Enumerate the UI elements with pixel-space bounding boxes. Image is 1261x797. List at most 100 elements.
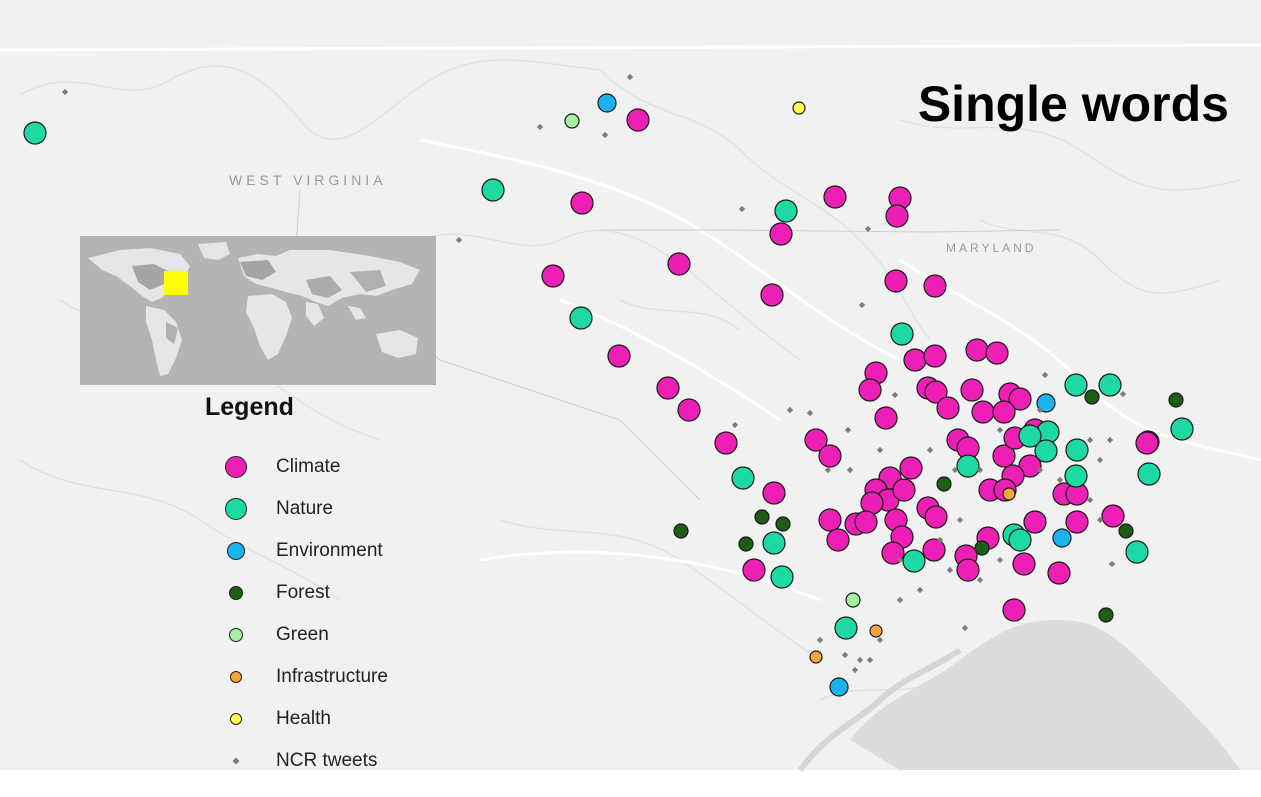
forest-point[interactable] — [1168, 392, 1184, 408]
environment-point[interactable] — [1036, 393, 1056, 413]
climate-point[interactable] — [971, 400, 995, 424]
ncr-point[interactable] — [946, 566, 954, 574]
ncr-point[interactable] — [866, 656, 874, 664]
climate-point[interactable] — [762, 481, 786, 505]
nature-point[interactable] — [1064, 373, 1088, 397]
nature-point[interactable] — [770, 565, 794, 589]
climate-point[interactable] — [1101, 504, 1125, 528]
ncr-point[interactable] — [856, 656, 864, 664]
climate-point[interactable] — [1065, 510, 1089, 534]
ncr-point[interactable] — [1096, 516, 1104, 524]
ncr-point[interactable] — [61, 88, 69, 96]
ncr-point[interactable] — [956, 516, 964, 524]
green-point[interactable] — [845, 592, 861, 608]
forest-point[interactable] — [1118, 523, 1134, 539]
ncr-point[interactable] — [1096, 456, 1104, 464]
climate-point[interactable] — [924, 380, 948, 404]
nature-point[interactable] — [1137, 462, 1161, 486]
climate-point[interactable] — [677, 398, 701, 422]
climate-point[interactable] — [874, 406, 898, 430]
green-point[interactable] — [564, 113, 580, 129]
infrastructure-point[interactable] — [809, 650, 823, 664]
ncr-point[interactable] — [976, 576, 984, 584]
ncr-point[interactable] — [1106, 436, 1114, 444]
climate-point[interactable] — [1012, 552, 1036, 576]
climate-point[interactable] — [923, 344, 947, 368]
climate-point[interactable] — [769, 222, 793, 246]
nature-point[interactable] — [956, 454, 980, 478]
climate-point[interactable] — [1002, 598, 1026, 622]
ncr-point[interactable] — [1086, 436, 1094, 444]
ncr-point[interactable] — [1036, 466, 1044, 474]
climate-point[interactable] — [885, 204, 909, 228]
infrastructure-point[interactable] — [1002, 487, 1016, 501]
climate-point[interactable] — [965, 338, 989, 362]
climate-point[interactable] — [922, 538, 946, 562]
forest-point[interactable] — [754, 509, 770, 525]
climate-point[interactable] — [818, 444, 842, 468]
environment-point[interactable] — [1052, 528, 1072, 548]
nature-point[interactable] — [23, 121, 47, 145]
climate-point[interactable] — [903, 348, 927, 372]
climate-point[interactable] — [936, 396, 960, 420]
nature-point[interactable] — [569, 306, 593, 330]
environment-point[interactable] — [829, 677, 849, 697]
climate-point[interactable] — [823, 185, 847, 209]
ncr-point[interactable] — [1036, 406, 1044, 414]
climate-point[interactable] — [884, 269, 908, 293]
climate-point[interactable] — [960, 378, 984, 402]
climate-point[interactable] — [818, 508, 842, 532]
climate-point[interactable] — [924, 505, 948, 529]
forest-point[interactable] — [673, 523, 689, 539]
forest-point[interactable] — [1098, 607, 1114, 623]
ncr-point[interactable] — [916, 586, 924, 594]
climate-point[interactable] — [626, 108, 650, 132]
nature-point[interactable] — [1170, 417, 1194, 441]
nature-point[interactable] — [731, 466, 755, 490]
climate-point[interactable] — [826, 528, 850, 552]
nature-point[interactable] — [902, 549, 926, 573]
nature-point[interactable] — [1065, 438, 1089, 462]
ncr-point[interactable] — [936, 536, 944, 544]
climate-point[interactable] — [742, 558, 766, 582]
forest-point[interactable] — [936, 476, 952, 492]
climate-point[interactable] — [858, 378, 882, 402]
ncr-point[interactable] — [1119, 390, 1127, 398]
climate-point[interactable] — [899, 456, 923, 480]
climate-point[interactable] — [804, 428, 828, 452]
ncr-point[interactable] — [1086, 496, 1094, 504]
ncr-point[interactable] — [896, 556, 904, 564]
climate-point[interactable] — [656, 376, 680, 400]
nature-point[interactable] — [1064, 464, 1088, 488]
ncr-point[interactable] — [961, 624, 969, 632]
climate-point[interactable] — [1135, 431, 1159, 455]
nature-point[interactable] — [1018, 424, 1042, 448]
nature-point[interactable] — [762, 531, 786, 555]
nature-point[interactable] — [1125, 540, 1149, 564]
nature-point[interactable] — [834, 616, 858, 640]
ncr-point[interactable] — [1041, 371, 1049, 379]
climate-point[interactable] — [570, 191, 594, 215]
nature-point[interactable] — [481, 178, 505, 202]
nature-point[interactable] — [1098, 373, 1122, 397]
climate-point[interactable] — [760, 283, 784, 307]
health-point[interactable] — [792, 101, 806, 115]
nature-point[interactable] — [1034, 439, 1058, 463]
ncr-point[interactable] — [876, 636, 884, 644]
climate-point[interactable] — [1047, 561, 1071, 585]
climate-point[interactable] — [992, 444, 1016, 468]
forest-point[interactable] — [775, 516, 791, 532]
climate-point[interactable] — [714, 431, 738, 455]
climate-point[interactable] — [1023, 510, 1047, 534]
climate-point[interactable] — [956, 558, 980, 582]
ncr-point[interactable] — [996, 556, 1004, 564]
ncr-point[interactable] — [841, 651, 849, 659]
climate-point[interactable] — [923, 274, 947, 298]
environment-point[interactable] — [597, 93, 617, 113]
climate-point[interactable] — [985, 341, 1009, 365]
climate-point[interactable] — [541, 264, 565, 288]
ncr-point[interactable] — [896, 596, 904, 604]
forest-point[interactable] — [1084, 389, 1100, 405]
climate-point[interactable] — [667, 252, 691, 276]
